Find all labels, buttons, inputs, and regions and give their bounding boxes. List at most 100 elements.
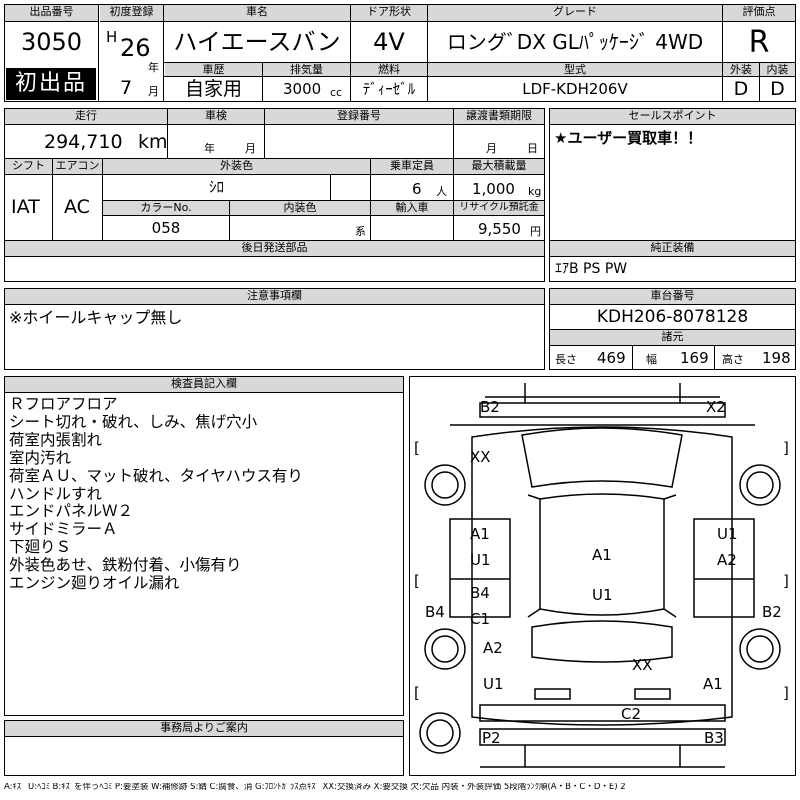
kei-unit: 系 (355, 225, 366, 238)
mark-xx-front: XX (470, 448, 491, 466)
regno-label: 登録番号 (265, 109, 453, 124)
later-parts-label: 後日発送部品 (5, 241, 544, 256)
detail-table (4, 108, 545, 282)
mark-b2-side: B2 (762, 603, 782, 621)
int-label: 内装 (760, 63, 795, 76)
mark-b3-rear: B3 (704, 729, 724, 747)
score-label: 評価点 (723, 5, 795, 21)
note-line: シート切れ・破れ、しみ、焦げ穴小 (9, 412, 258, 431)
colorno-label: カラーNo. (103, 201, 229, 215)
caution-label: 注意事項欄 (5, 289, 544, 304)
cc-unit: cc (330, 86, 343, 99)
note-line: エンジン廻りオイル漏れ (9, 574, 180, 593)
capacity-label: 乗車定員 (371, 159, 453, 174)
inspector-notes: Ｒフロアフロア シート切れ・破れ、しみ、焦げ穴小 荷室内張割れ 室内汚れ 荷室Ａ… (9, 395, 399, 593)
note-line: エンドパネルＷ２ (9, 502, 134, 521)
transfer-month-unit: 月 (486, 142, 497, 155)
disp-label: 排気量 (263, 63, 350, 76)
reg-year: 26 (120, 34, 151, 62)
int-grade: D (770, 78, 785, 100)
model-label: 型式 (428, 63, 722, 76)
mark-a1-center: A1 (592, 546, 612, 564)
shift-label: シフト (5, 159, 52, 174)
history-label: 車歴 (165, 63, 262, 76)
chassis-label: 車台番号 (550, 289, 795, 304)
header-table (4, 4, 796, 102)
height-label: 高さ (722, 353, 744, 366)
first-listing-badge: 初出品 (6, 68, 96, 100)
mark-x2-front: X2 (706, 398, 726, 416)
fuel: ﾃﾞｨｰｾﾞﾙ (362, 80, 416, 98)
inspector-label: 検査員記入欄 (5, 377, 403, 392)
bracket-left-mid: [ (414, 572, 420, 590)
name-label: 車名 (164, 5, 350, 21)
recycle-label: リサイクル預託金 (454, 201, 544, 215)
load-label: 最大積載量 (454, 159, 544, 174)
sales-point-text: ★ユーザー買取車！！ (554, 129, 703, 147)
office-label: 事務局よりご案内 (5, 721, 403, 736)
footer-legend: A:ｷｽﾞ U:ﾍｺﾐ B:ｷｽﾞを伴うﾍｺﾐ P:要塗装 W:補修跡 S:錆 … (4, 783, 626, 792)
grade: ロングﾞDX GLﾊﾟｯｹｰｼﾞ 4WD (446, 30, 704, 54)
month-unit: 月 (148, 85, 159, 98)
caution-text: ※ホイールキャップ無し (9, 308, 183, 327)
color-label: 外装色 (103, 159, 370, 174)
color-number: 058 (151, 219, 181, 237)
mark-c1-left-panel: C1 (470, 610, 491, 628)
transfer-day-unit: 日 (527, 142, 538, 155)
office-box (4, 720, 404, 776)
mark-u1-center: U1 (592, 586, 613, 604)
mark-xx-rear: XX (632, 656, 653, 674)
bracket-right-mid: ] (783, 572, 789, 590)
equipment-label: 純正装備 (550, 241, 795, 256)
displacement: 3000 (283, 80, 322, 98)
person-unit: 人 (436, 185, 447, 198)
mileage-label: 走行 (5, 109, 167, 124)
mark-a2-right: A2 (717, 551, 737, 569)
capacity: 6 (412, 180, 422, 198)
history: 自家用 (184, 78, 242, 100)
insp-year-unit: 年 (204, 142, 215, 155)
km-unit: km (138, 131, 168, 153)
ext-label: 外装 (723, 63, 759, 76)
lot-number: 3050 (20, 28, 83, 56)
bracket-right-bot: ] (783, 684, 789, 702)
reg-month: 7 (120, 77, 133, 99)
length-label: 長さ (555, 353, 577, 366)
car-name: ハイエースバン (173, 28, 341, 56)
sales-point-box (549, 108, 796, 282)
lot-label: 出品番号 (5, 5, 98, 21)
reg-era: H (106, 28, 118, 46)
damage-diagram (409, 376, 796, 776)
mark-a1-left: A1 (470, 525, 490, 543)
shift: IAT (11, 196, 40, 218)
mark-a2-left: A2 (483, 639, 503, 657)
ac-label: エアコン (53, 159, 102, 174)
mileage: 294,710 (44, 131, 123, 153)
inspector-box (4, 376, 404, 716)
length: 469 (597, 349, 626, 367)
body-color: ｼﾛ (208, 178, 224, 196)
grade-label: グレード (428, 5, 722, 21)
mark-u1-rear-left: U1 (483, 675, 504, 693)
ext-grade: D (733, 78, 749, 100)
score: R (748, 25, 770, 60)
note-line: 荷室内張割れ (9, 430, 103, 449)
chassis-number: KDH206-8078128 (596, 307, 749, 327)
caution-box (4, 288, 545, 370)
model: LDF-KDH206V (522, 80, 628, 98)
width: 169 (680, 349, 709, 367)
transfer-label: 譲渡書類期限 (454, 109, 544, 124)
mark-b2-front: B2 (480, 398, 500, 416)
mark-c2-rear: C2 (621, 705, 642, 723)
fuel-label: 燃料 (351, 63, 427, 76)
bracket-left-top: [ (414, 439, 420, 457)
max-load: 1,000 (472, 180, 515, 198)
van-outline (419, 383, 781, 768)
kg-unit: kg (528, 185, 542, 198)
chassis-box (549, 288, 796, 370)
bracket-right-top: ] (783, 439, 789, 457)
mark-p2-rear: P2 (482, 729, 501, 747)
sales-point-label: セールスポイント (550, 109, 795, 124)
mark-b4-left-panel: B4 (470, 584, 490, 602)
door-label: ドア形状 (351, 5, 427, 21)
